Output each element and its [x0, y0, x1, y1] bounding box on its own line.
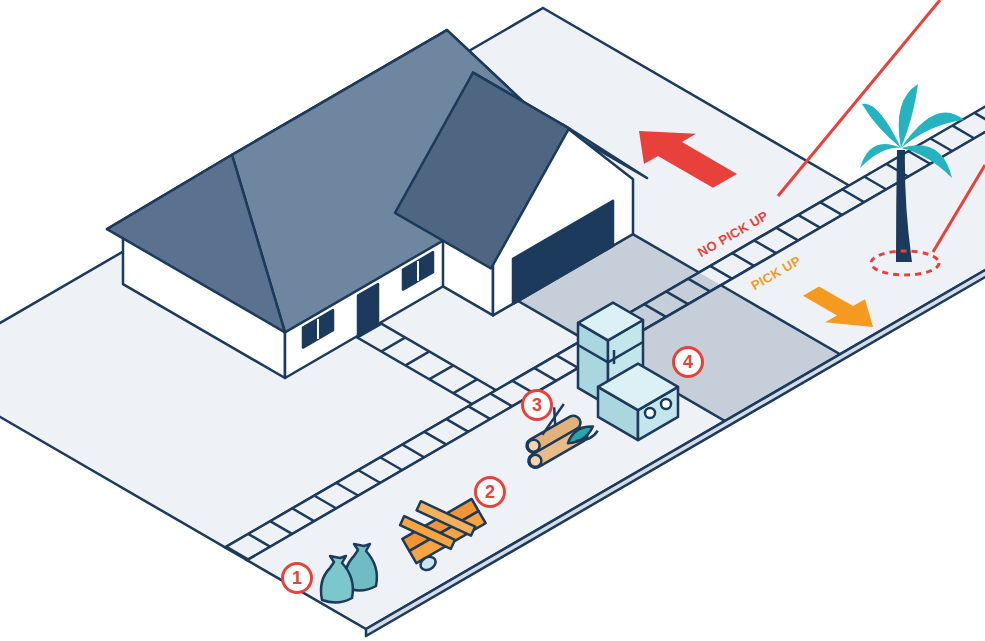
callout-circle: 4 — [672, 346, 704, 378]
garage-door — [513, 201, 613, 304]
walkway-edge — [356, 323, 496, 404]
stove-knob — [645, 408, 655, 418]
fridge-top — [578, 303, 643, 341]
house — [107, 30, 647, 378]
fridge-door-line — [578, 345, 608, 362]
log-end — [525, 438, 541, 454]
bag — [321, 556, 353, 603]
callout-number: 4 — [683, 353, 693, 371]
appliances — [578, 303, 678, 441]
leaf — [565, 423, 596, 447]
palm-fronds — [860, 84, 964, 178]
window-divider — [417, 261, 419, 281]
fridge-handle — [613, 350, 616, 364]
roof-hip-left — [107, 155, 285, 332]
frond — [901, 145, 952, 178]
callout-circle: 3 — [521, 389, 553, 421]
pipe-roll — [418, 554, 438, 572]
frond — [862, 104, 901, 148]
callout-number: 1 — [292, 569, 302, 587]
pickup-arrow — [791, 279, 893, 338]
curb-face — [366, 204, 985, 637]
walkway-joints — [368, 330, 484, 397]
callout-circle: 1 — [281, 562, 313, 594]
window-divider — [317, 319, 319, 339]
pickup-zone-marker — [871, 251, 939, 275]
walkway — [356, 323, 496, 404]
callout-circle: 2 — [474, 476, 506, 508]
garage-roof-left — [395, 73, 569, 269]
leader-line — [778, 0, 940, 196]
log-end — [527, 453, 543, 469]
plank-group — [417, 501, 476, 535]
twig — [576, 429, 599, 445]
frond — [901, 112, 964, 148]
palm-trunk — [896, 150, 912, 262]
callout-number: 2 — [485, 483, 495, 501]
trash-bags — [321, 544, 377, 603]
leader-line — [933, 165, 985, 252]
front-door — [358, 284, 378, 336]
frond — [860, 144, 901, 168]
callout-number: 3 — [532, 396, 542, 414]
stove-knob — [661, 399, 671, 409]
plank — [417, 501, 476, 535]
stove-top — [598, 364, 678, 410]
